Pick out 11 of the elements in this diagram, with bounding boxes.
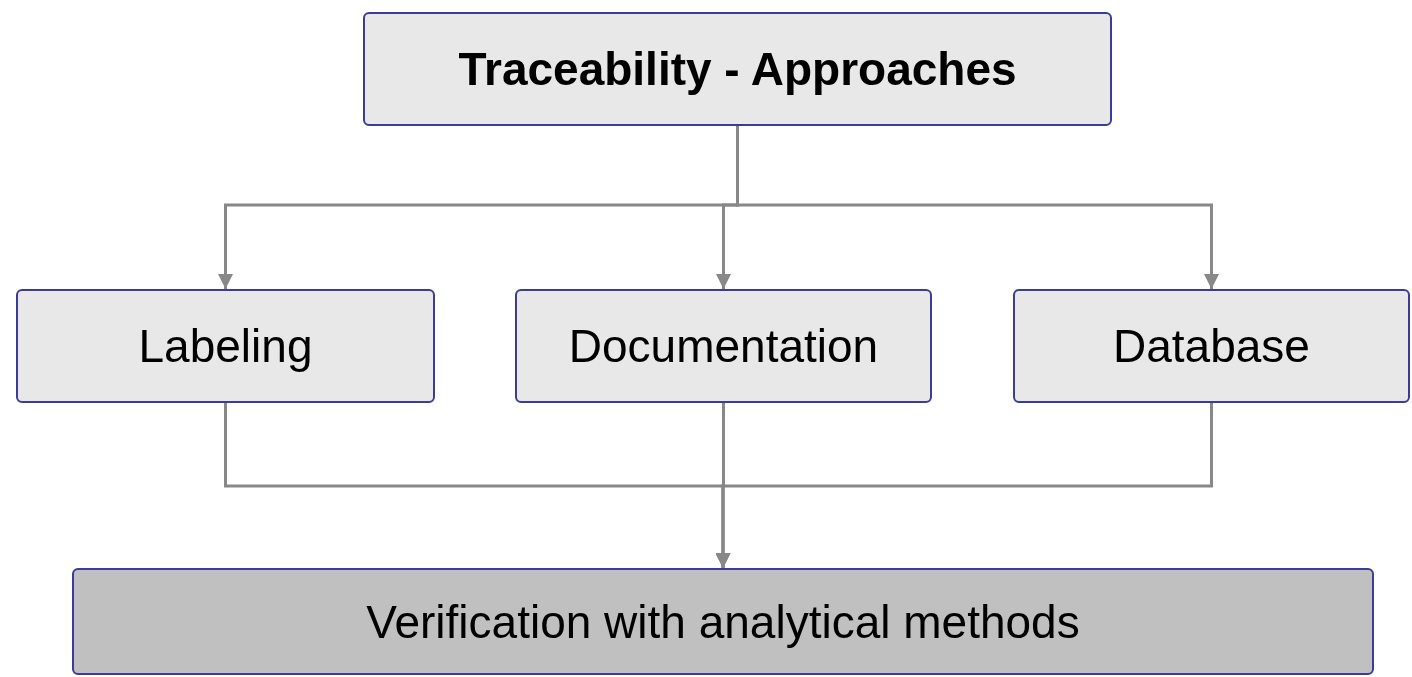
box-label: Documentation [568,319,879,373]
process-box [1013,289,1410,403]
process-box [16,289,435,403]
box-label: Verification with analytical methods [366,594,1080,649]
process-box [515,289,932,403]
arrow [715,403,1213,568]
heading-box [363,12,1112,126]
box-label: Traceability - Approaches [458,42,1017,96]
box-label: Labeling [138,319,313,373]
result-box [72,568,1374,675]
box-label: Database [1113,319,1310,373]
